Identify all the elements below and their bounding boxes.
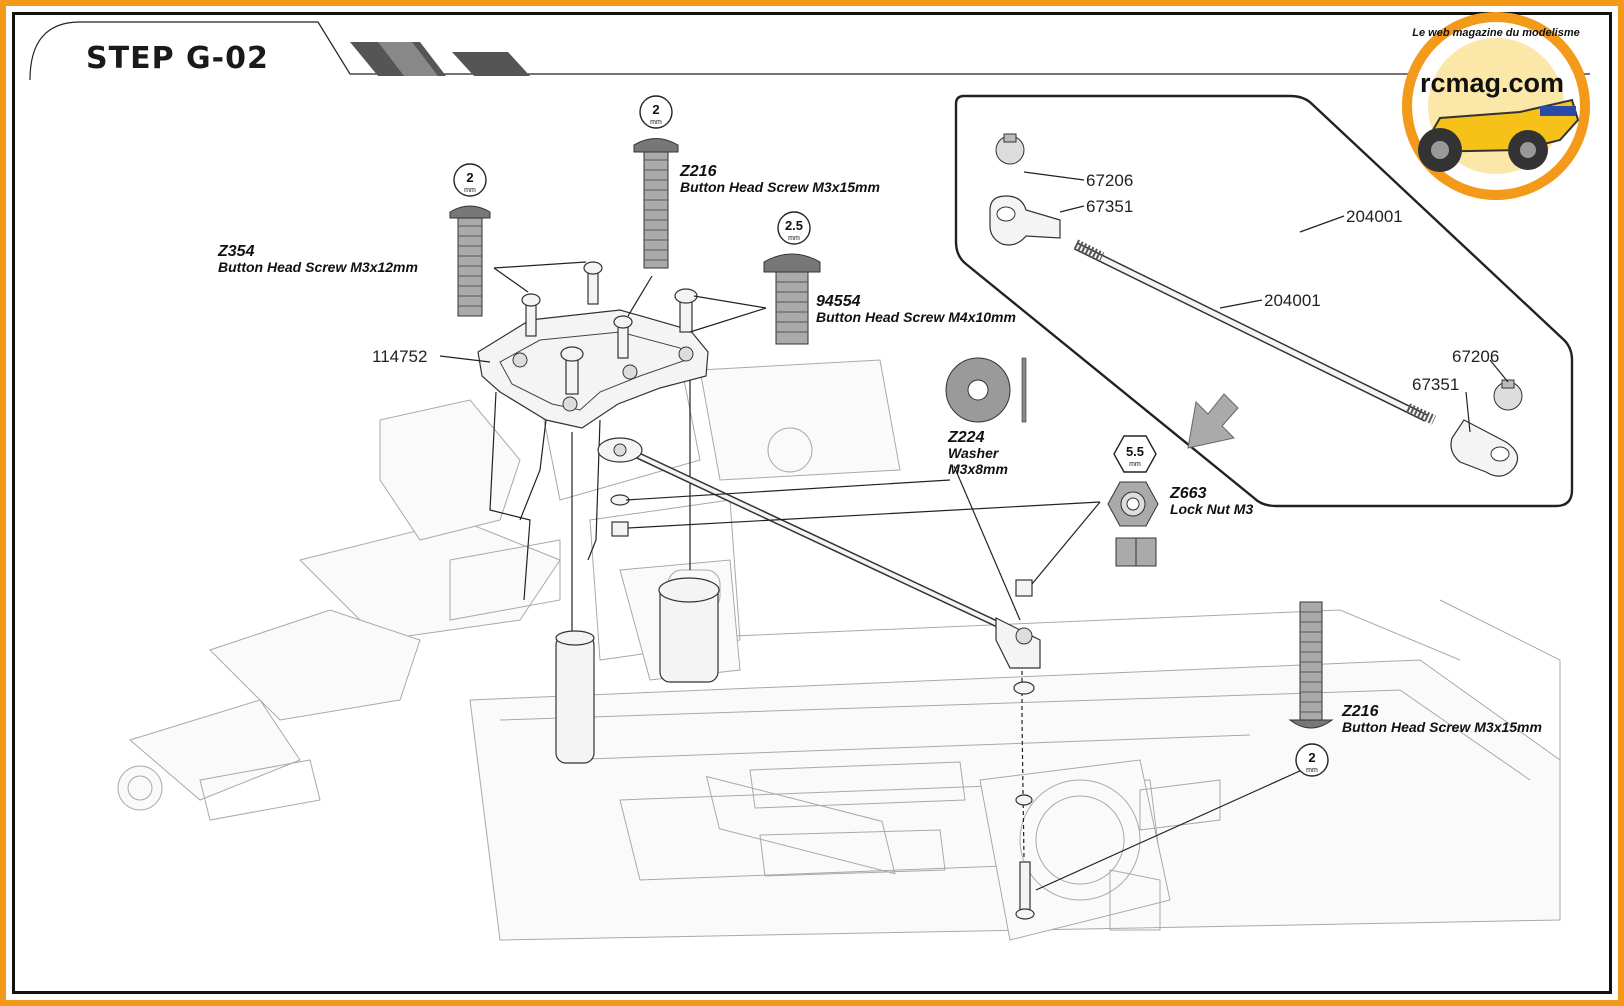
step-header: STEP G-02 xyxy=(29,21,1590,81)
tool-badge-z663: 5.5 mm xyxy=(1113,435,1157,473)
step-title: STEP G-02 xyxy=(86,41,269,76)
part-desc-z224-line1: Washer xyxy=(948,445,1000,461)
part-code-z663: Z663 xyxy=(1169,485,1207,502)
tool-unit: mm xyxy=(464,187,476,194)
loose-screw-z354 xyxy=(449,205,491,317)
inset-label-end-bottom: 67351 xyxy=(1412,375,1459,394)
inset-label-ball-top: 67206 xyxy=(1086,171,1133,190)
part-code-114752: 114752 xyxy=(372,347,427,366)
header-stripe xyxy=(378,42,438,76)
washer-z224 xyxy=(945,357,1027,423)
tool-unit: mm xyxy=(650,119,662,126)
part-desc-z216-top: Button Head Screw M3x15mm xyxy=(680,179,880,195)
inset-label-end-top: 67351 xyxy=(1086,197,1133,216)
locknut-z663 xyxy=(1107,481,1159,567)
loose-screw-94554 xyxy=(763,253,821,345)
part-desc-z663: Lock Nut M3 xyxy=(1170,501,1253,517)
logo-name: rcmag.com xyxy=(1420,68,1564,98)
part-code-z216-bottom: Z216 xyxy=(1341,703,1379,720)
tool-size: 2 xyxy=(466,170,473,185)
part-desc-z216-bottom: Button Head Screw M3x15mm xyxy=(1342,719,1542,735)
loose-screw-z216-top xyxy=(633,138,679,269)
page-inner-border xyxy=(12,12,1612,994)
part-code-z354: Z354 xyxy=(217,243,255,260)
inset-label-assembly: 204001 xyxy=(1346,207,1403,226)
inset-label-rod: 204001 xyxy=(1264,291,1321,310)
part-desc-z224-line2: M3x8mm xyxy=(948,461,1008,477)
tool-unit: mm xyxy=(1306,767,1318,774)
screw xyxy=(613,315,633,359)
screw xyxy=(521,293,541,337)
loose-screw-z216-bottom xyxy=(1288,601,1334,729)
tool-size: 5.5 xyxy=(1126,444,1144,459)
part-labels: Z354 Button Head Screw M3x12mm Z216 Butt… xyxy=(217,163,1542,735)
leader-lines xyxy=(439,261,1303,891)
logo-tagline: Le web magazine du modelisme xyxy=(1412,27,1580,39)
inset-label-ball-bottom: 67206 xyxy=(1452,347,1499,366)
header-stripe xyxy=(452,52,530,76)
tool-badge-z354: 2 mm xyxy=(453,163,487,197)
screw xyxy=(583,261,603,305)
part-code-94554: 94554 xyxy=(816,293,861,310)
inset-panel: 67206 67351 204001 204001 67206 67351 xyxy=(954,94,1574,508)
screw xyxy=(674,288,698,333)
small-hardware xyxy=(610,494,1035,920)
shock-tower xyxy=(477,309,709,429)
tool-unit: mm xyxy=(1129,461,1141,468)
tower-screws xyxy=(521,261,698,395)
tool-size: 2.5 xyxy=(785,218,803,233)
tool-badge-z216-top: 2 mm xyxy=(639,95,673,129)
tool-unit: mm xyxy=(788,235,800,242)
rcmag-logo: rcmag.com Le web magazine du modelisme xyxy=(1402,12,1590,200)
tool-size: 2 xyxy=(1308,750,1315,765)
part-code-z224: Z224 xyxy=(947,429,985,446)
screw xyxy=(560,346,584,395)
tool-size: 2 xyxy=(652,102,659,117)
guide-lines xyxy=(489,380,1025,861)
shock-absorber xyxy=(555,577,720,764)
tool-badge-94554: 2.5 mm xyxy=(777,211,811,245)
part-desc-z354: Button Head Screw M3x12mm xyxy=(218,259,418,275)
part-code-z216-top: Z216 xyxy=(679,163,717,180)
tool-badge-z216-bottom: 2 mm xyxy=(1295,743,1329,777)
part-desc-94554: Button Head Screw M4x10mm xyxy=(816,309,1016,325)
turnbuckle-rod xyxy=(597,437,1041,669)
